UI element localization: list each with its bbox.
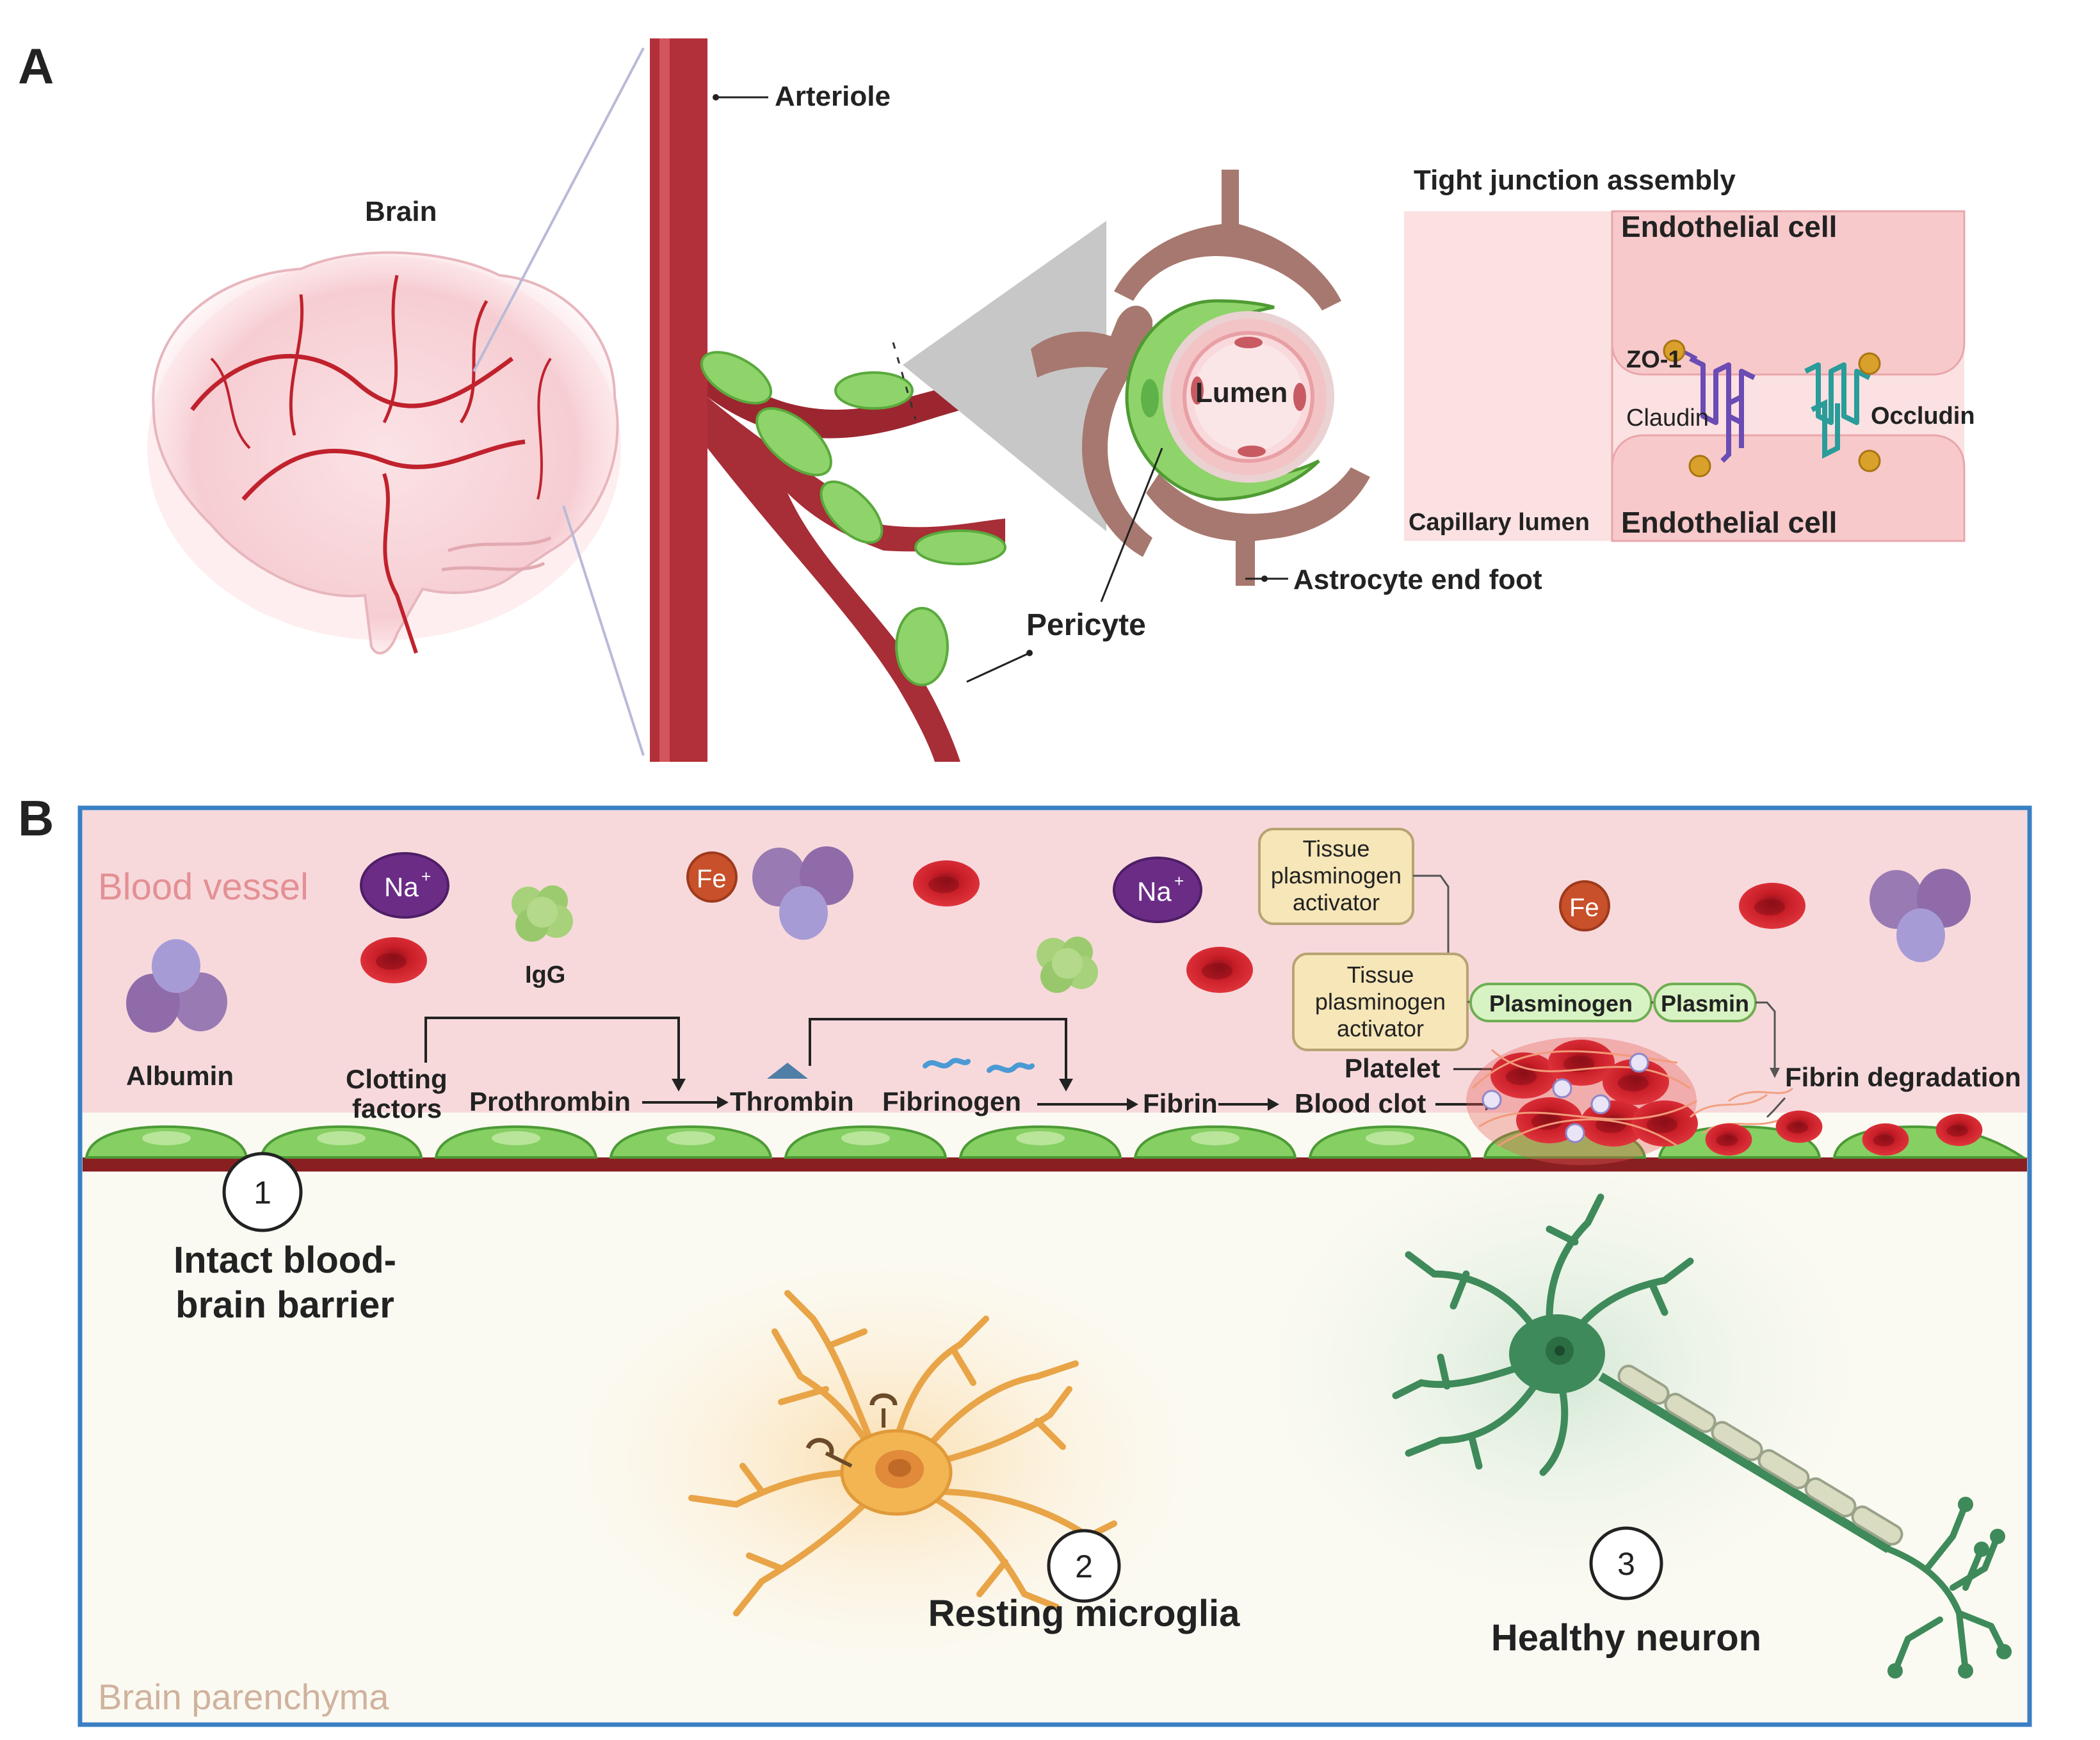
lumen-label: Lumen: [1195, 377, 1288, 408]
astrocyte-label: Astrocyte end foot: [1293, 564, 1542, 595]
plasminogen-label: Plasminogen: [1489, 990, 1633, 1017]
pericyte-cells: [700, 351, 1006, 686]
step3-number: 3: [1617, 1546, 1635, 1582]
plasmin-label: Plasmin: [1661, 990, 1749, 1017]
panel-a-letter: A: [18, 38, 54, 94]
tpa-box-1-line1: Tissue: [1303, 835, 1370, 862]
blood-clot-label: Blood clot: [1295, 1088, 1426, 1118]
platelet-label: Platelet: [1345, 1053, 1440, 1083]
step1-line2: brain barrier: [175, 1284, 394, 1326]
arteriole-vessel: [650, 38, 1012, 762]
brain-label: Brain: [365, 196, 437, 227]
arteriole-label: Arteriole: [775, 81, 891, 112]
tpa-box-2-line1: Tissue: [1347, 962, 1414, 988]
thrombin-label: Thrombin: [730, 1086, 854, 1116]
tpa-box-1-line3: activator: [1293, 889, 1380, 915]
brain-illustration: [147, 251, 621, 655]
step1-number: 1: [254, 1175, 271, 1211]
fibrinogen-icons: [923, 1058, 1035, 1073]
step2-circle: [1047, 1529, 1121, 1603]
step1-circle: [222, 1152, 303, 1232]
iron-label-1: Fe: [697, 865, 727, 893]
zo1-label: ZO-1: [1626, 346, 1682, 373]
endothelial-bottom-label: Endothelial cell: [1621, 506, 1837, 539]
step2-label: Resting microglia: [928, 1593, 1240, 1634]
fibrinogen-label: Fibrinogen: [882, 1086, 1021, 1116]
claudin-label: Claudin: [1626, 405, 1709, 431]
zoom-triangle: [903, 221, 1106, 531]
blood-vessel-label: Blood vessel: [98, 866, 309, 908]
igg-label: IgG: [525, 962, 565, 988]
pericyte-pointer: [966, 652, 1030, 683]
zoom-line-top: [472, 47, 645, 372]
iron-label-2: Fe: [1569, 894, 1599, 922]
prothrombin-label: Prothrombin: [469, 1086, 631, 1116]
step1-line1: Intact blood-: [174, 1239, 396, 1281]
fibrin-label: Fibrin: [1143, 1088, 1218, 1118]
step2-number: 2: [1075, 1549, 1093, 1584]
clotting-label-1: Clotting: [346, 1064, 448, 1094]
endothelial-layer: [83, 1125, 2028, 1172]
occludin-label: Occludin: [1871, 403, 1975, 430]
capillary-lumen-label: Capillary lumen: [1409, 509, 1590, 536]
sodium-label-2: Na: [1137, 876, 1172, 906]
sodium-label-1: Na: [384, 872, 419, 902]
neuron-cell: [1392, 1193, 2012, 1679]
tpa-box-1-line2: plasminogen: [1271, 862, 1401, 889]
fibrin-degradation-label: Fibrin degradation: [1785, 1062, 2021, 1092]
sodium-sup-1: +: [421, 867, 431, 886]
endothelial-top-label: Endothelial cell: [1621, 210, 1837, 243]
tight-junction-diagram: [1404, 210, 1966, 542]
clotting-label-2: factors: [352, 1093, 442, 1124]
sodium-sup-2: +: [1174, 871, 1184, 890]
brain-parenchyma-label: Brain parenchyma: [98, 1677, 389, 1717]
panel-b-letter: B: [18, 790, 54, 846]
step3-label: Healthy neuron: [1491, 1617, 1761, 1659]
fibrin-degradation-debris: [1690, 1087, 1983, 1156]
igg-molecule-2: [1037, 937, 1098, 993]
capillary-cross-section: [1031, 170, 1370, 586]
zoom-line-bottom: [562, 505, 645, 756]
tight-junction-title: Tight junction assembly: [1414, 165, 1736, 196]
thrombin-icon: [767, 1063, 808, 1079]
igg-molecule-1: [512, 885, 573, 942]
tpa-box-2-line2: plasminogen: [1315, 988, 1446, 1015]
albumin-label: Albumin: [126, 1061, 234, 1091]
tpa-box-2-line3: activator: [1337, 1015, 1424, 1042]
blood-clot: [1466, 1037, 1698, 1165]
step3-circle: [1589, 1526, 1663, 1600]
pericyte-label: Pericyte: [1026, 608, 1146, 642]
